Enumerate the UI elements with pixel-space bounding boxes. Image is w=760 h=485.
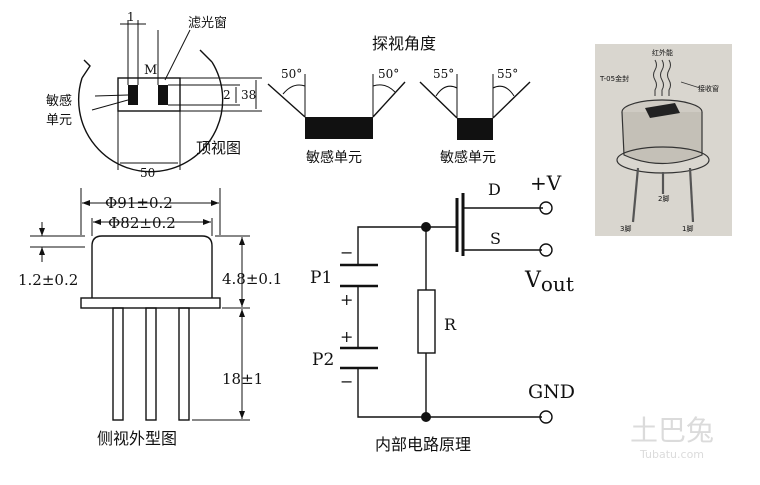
label-p1: P1 — [310, 268, 332, 288]
viewing-angles: 探视角度 50° 50° 敏感单元 55° 55° 敏感单元 — [267, 34, 531, 166]
angle-right-a: 55° — [433, 67, 454, 81]
node-bottom — [421, 412, 431, 422]
angle-left-a: 50° — [281, 67, 302, 81]
sensing-element-right — [158, 85, 168, 105]
pin-right — [178, 307, 190, 421]
photo-label-model: T-05金封 — [599, 74, 629, 83]
terminal-vout — [539, 243, 553, 257]
dim-h1: 1.2±0.2 — [18, 271, 78, 289]
filter-window-label: 滤光窗 — [188, 15, 227, 31]
dim-d2: Φ82±0.2 — [108, 214, 176, 232]
label-s: S — [490, 229, 501, 248]
p1-minus: − — [340, 243, 353, 262]
circuit-diagram: D S +V Vout R − + + − P1 P2 GND 内部电路原理 — [310, 171, 575, 454]
wire-gate — [357, 226, 457, 264]
element-label-2: 单元 — [46, 113, 72, 128]
side-view-title: 侧视外型图 — [97, 429, 177, 448]
watermark: 土巴兔 Tubatu.com — [630, 414, 714, 461]
element-label-1: 敏感 — [46, 93, 72, 109]
dim-2: 2 — [223, 88, 231, 102]
package-outline-top — [77, 61, 224, 173]
photo-label-ir: 红外能 — [652, 48, 673, 57]
p2-plus: + — [340, 327, 353, 346]
top-view: 滤光窗 M 敏感 单元 1 2 38 50 顶视图 — [46, 10, 262, 180]
wire-ground — [357, 368, 542, 418]
pin-middle — [145, 307, 157, 421]
resistor-r — [417, 289, 436, 354]
p1-plus: + — [340, 290, 353, 309]
angles-title: 探视角度 — [372, 34, 436, 53]
sensing-element-left — [128, 85, 138, 105]
photo-label-pin1: 1脚 — [682, 224, 693, 233]
package-tab-2 — [199, 49, 213, 63]
photo-label-pin2: 2脚 — [658, 194, 669, 203]
element-label-right: 敏感单元 — [440, 149, 496, 166]
watermark-url: Tubatu.com — [639, 448, 704, 461]
photo-pin-1 — [688, 167, 695, 223]
circuit-title: 内部电路原理 — [375, 435, 471, 454]
label-vplus: +V — [530, 171, 562, 195]
angle-left-b: 50° — [378, 67, 399, 81]
angle-right-b: 55° — [497, 67, 518, 81]
label-m: M — [144, 63, 157, 78]
label-gnd: GND — [528, 381, 575, 403]
photo-window — [645, 103, 680, 118]
p2-minus: − — [340, 372, 353, 391]
package-tab — [81, 59, 91, 79]
element-block-right — [457, 118, 493, 140]
side-view: Φ91±0.2 Φ82±0.2 1.2±0.2 4.8±0.1 18±1 侧视外… — [18, 188, 282, 448]
dim-h3: 18±1 — [222, 370, 263, 388]
pin-left — [112, 307, 124, 421]
element-block-left — [305, 117, 373, 139]
can-body — [91, 235, 213, 298]
label-vout: Vout — [524, 268, 574, 296]
dim-50: 50 — [140, 166, 155, 180]
terminal-vplus — [539, 201, 553, 215]
dim-h2: 4.8±0.1 — [222, 270, 282, 288]
photo-can-body — [621, 111, 703, 165]
label-r: R — [444, 315, 457, 334]
top-view-title: 顶视图 — [196, 139, 241, 157]
label-p2: P2 — [312, 350, 334, 370]
watermark-logo: 土巴兔 — [630, 414, 714, 447]
photo-pin-3 — [631, 167, 640, 223]
dim-38: 38 — [241, 88, 256, 102]
photo-label-pin3: 3脚 — [620, 224, 631, 233]
photo-label-window: 接收窗 — [698, 84, 719, 93]
label-d: D — [488, 180, 501, 199]
terminal-gnd — [539, 410, 553, 424]
filter-window — [117, 77, 181, 112]
flange — [80, 297, 221, 309]
sensor-photo: 红外能 T-05金封 接收窗 2脚 3脚 1脚 — [595, 44, 732, 236]
dim-d1: Φ91±0.2 — [105, 194, 173, 212]
dim-1: 1 — [127, 10, 135, 24]
element-label-left: 敏感单元 — [306, 149, 362, 166]
